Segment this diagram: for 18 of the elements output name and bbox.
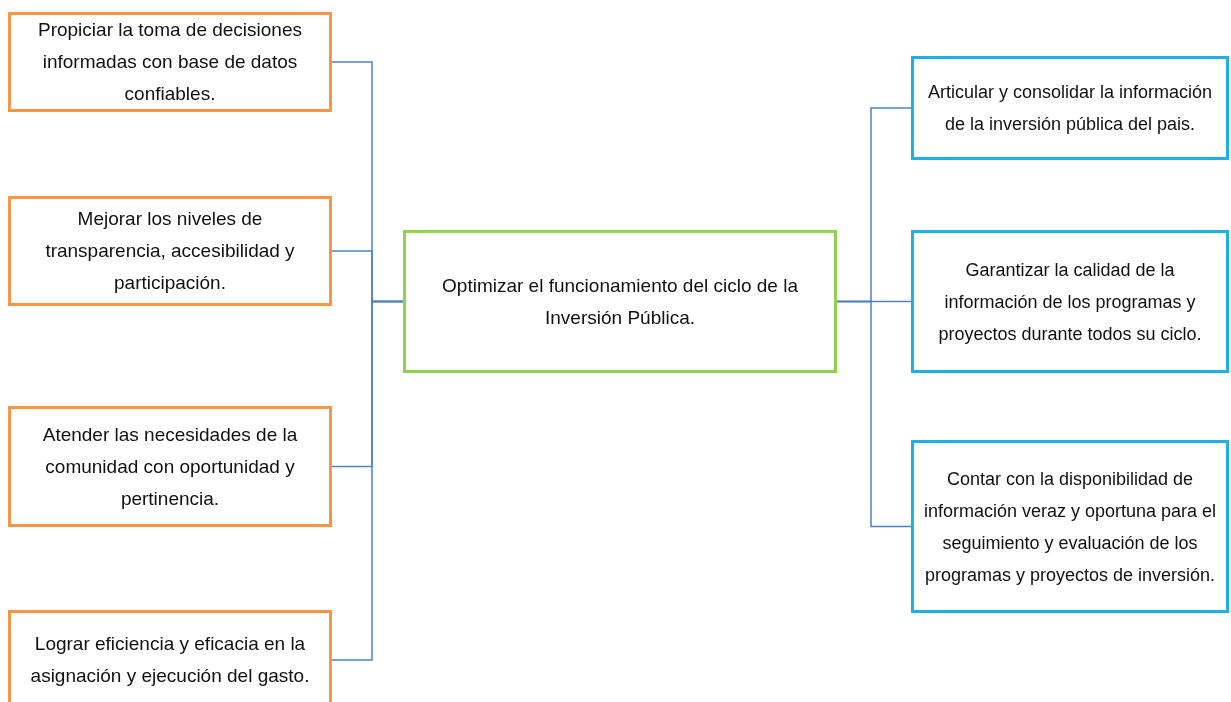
objective-text: Optimizar el funcionamiento del ciclo de la Inversión Pública. — [441, 273, 799, 330]
objective-box — [911, 56, 1229, 160]
objective-box — [911, 230, 1229, 373]
central-goal-box — [403, 230, 837, 373]
objective-text: Contar con la disponibilidad de información veraz y oportuna para el seguimiento y evaluación de los programas y proyectos de inversión. — [922, 467, 1218, 587]
objective-text: Articular y consolidar la información de la inversión pública del pais. — [926, 81, 1214, 136]
objective-box — [8, 196, 332, 306]
objective-text: Atender las necesidades de la comunidad con oportunidad y pertinencia. — [41, 422, 299, 511]
objective-text: Lograr eficiencia y eficacia en la asignación y ejecución del gasto. — [29, 632, 311, 688]
objective-text: Propiciar la toma de decisiones informadas con base de datos confiables. — [37, 18, 303, 106]
objective-box — [8, 406, 332, 527]
objective-box — [911, 440, 1229, 613]
objective-text: Mejorar los niveles de transparencia, accesibilidad y participación. — [44, 207, 296, 295]
connector-line — [331, 300, 404, 661]
objective-box — [8, 12, 332, 112]
connector-line — [836, 300, 912, 528]
objective-text: Garantizar la calidad de la información de los programas y proyectos durante todos su ciclo. — [937, 258, 1203, 346]
objective-box — [8, 610, 332, 702]
